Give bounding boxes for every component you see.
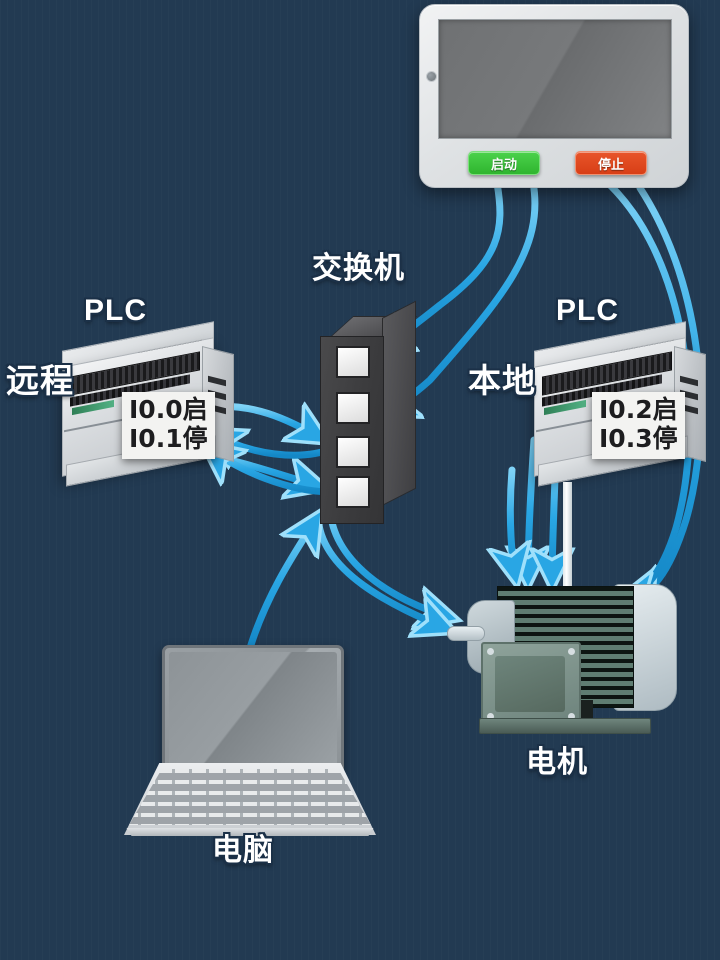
laptop-keys	[129, 769, 371, 825]
laptop-screen	[162, 645, 344, 773]
plc-local-io-start: I0.2启	[599, 395, 678, 424]
plc-remote-io-stop: I0.1停	[129, 423, 208, 453]
plc-local-location-label: 本地	[468, 361, 536, 400]
motor-device[interactable]	[445, 482, 677, 750]
plc-remote-io-start: I0.0启	[129, 395, 208, 424]
touch-panel-device[interactable]: 启动 停止	[419, 4, 689, 188]
motor-box-screw	[568, 648, 575, 655]
laptop-screen-surface	[169, 652, 337, 766]
motor-terminal-box-inner	[495, 656, 565, 712]
motor-title: 电机	[526, 745, 588, 780]
plc-local-io-stop: I0.3停	[599, 423, 678, 453]
camera-icon	[426, 71, 437, 82]
network-switch-title: 交换机	[312, 251, 405, 286]
plc-remote-io-tag: I0.0启 I0.1停	[122, 392, 215, 459]
computer-title: 电脑	[212, 833, 274, 868]
touch-panel-screen	[438, 19, 672, 139]
stop-button[interactable]: 停止	[575, 151, 647, 175]
plc-local-io-tag: I0.2启 I0.3停	[592, 392, 685, 459]
motor-shaft	[447, 626, 485, 641]
motor-box-screw	[568, 713, 575, 720]
computer-device[interactable]	[120, 645, 380, 840]
motor-box-screw	[487, 713, 494, 720]
switch-port-3[interactable]	[336, 436, 370, 468]
plc-remote-title: PLC	[84, 294, 147, 327]
switch-port-4[interactable]	[336, 476, 370, 508]
start-button[interactable]: 启动	[468, 151, 540, 175]
switch-port-1[interactable]	[336, 346, 370, 378]
motor-cable-pole	[563, 482, 572, 586]
motor-base-plate	[479, 718, 651, 734]
laptop-front-edge	[126, 828, 374, 836]
plc-remote-location-label: 远程	[6, 361, 74, 400]
switch-side-face	[382, 300, 416, 506]
switch-port-2[interactable]	[336, 392, 370, 424]
network-switch-device[interactable]	[320, 300, 440, 525]
motor-terminal-box	[481, 642, 581, 726]
motor-box-screw	[487, 648, 494, 655]
plc-local-title: PLC	[556, 294, 619, 327]
